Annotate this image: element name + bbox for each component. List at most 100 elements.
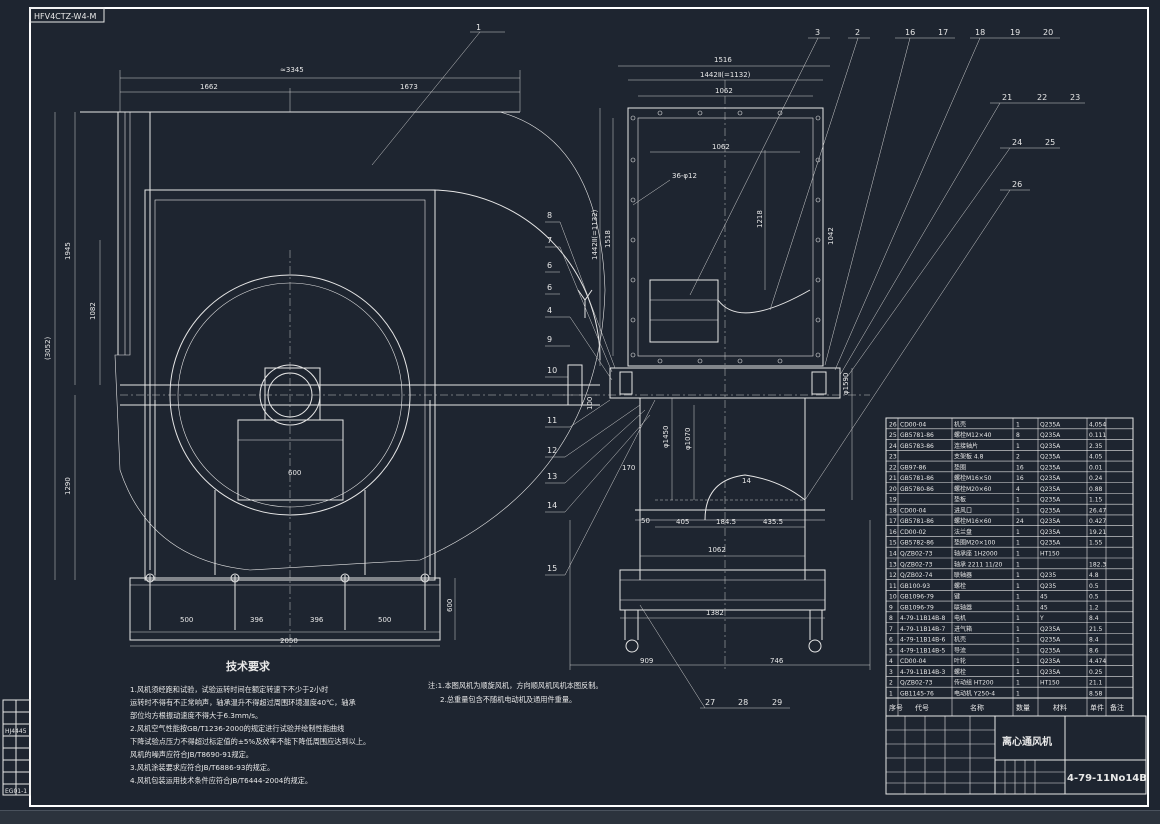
bom-cell: 21.5 (1089, 626, 1103, 633)
balloon-6b: 6 (547, 283, 552, 292)
balloon-3: 3 (815, 28, 820, 37)
bom-cell: Q235A (1040, 529, 1061, 536)
balloon-22: 22 (1037, 93, 1047, 102)
dim-side-holes: 36-φ12 (672, 172, 697, 180)
bom-cell: HT150 (1040, 551, 1060, 558)
volute-outline (114, 111, 606, 571)
dim-side-top-flange: 1442Ⅱ(=1132) (700, 71, 751, 79)
dim-base-height: 600 (446, 599, 454, 612)
bom-cell: 0.111 (1089, 432, 1106, 439)
bom-cell: Q/ZB02-73 (900, 680, 933, 687)
bom-cell: 7 (889, 626, 893, 633)
bom-cell: 4.474 (1089, 658, 1106, 665)
dim-front-overall: ≈3345 (280, 66, 304, 74)
bom-cell: 进气箱 (954, 625, 972, 633)
bom-header-no: 序号 (889, 703, 903, 712)
balloon-10: 10 (547, 366, 557, 375)
bom-cell: 1 (1016, 658, 1020, 665)
dim-base-seg4: 500 (378, 616, 391, 624)
bom-cell: 1 (1016, 443, 1020, 450)
bom-cell: 0.5 (1089, 594, 1099, 601)
balloon-13: 13 (547, 472, 557, 481)
balloon-2: 2 (855, 28, 860, 37)
base-plate (129, 577, 441, 641)
dim-front-right: 1673 (400, 83, 418, 91)
bom-cell: 电动机 Y250-4 (954, 690, 995, 698)
bom-cell: 3 (889, 669, 893, 676)
balloon-24: 24 (1012, 138, 1022, 147)
technical-requirements: 技术要求 1.风机须经跑和试验，试验运转时间在额定转速下不少于2小时 运转时不得… (130, 659, 370, 785)
bom-cell: GB5781-86 (900, 432, 934, 439)
dim-side-inner: 1062 (712, 143, 730, 151)
bom-cell: Q235A (1040, 497, 1061, 504)
dim-side-top-inner: 1062 (715, 87, 733, 95)
dim-side-405: 405 (676, 518, 689, 526)
dim-front-lower: 1290 (64, 477, 72, 495)
bom-cell: 螺栓 (954, 668, 966, 676)
bom-header-code: 代号 (915, 703, 929, 712)
drawing-code-box: HFV4CTZ-W4-M (29, 7, 105, 23)
bom-cell: 4.8 (1089, 572, 1099, 579)
bom-cell: 14 (889, 551, 897, 558)
bom-cell: 1.55 (1089, 540, 1103, 547)
bom-cell: 1 (1016, 604, 1020, 611)
bom-cell: 13 (889, 561, 897, 568)
bom-cell: 19.21 (1089, 529, 1106, 536)
bom-cell: 叶轮 (954, 657, 966, 665)
bom-cell: 电机 (954, 614, 966, 622)
bom-cell: 0.01 (1089, 464, 1103, 471)
dim-side-bot-1382: 1382 (706, 609, 724, 617)
dim-side-100: 100 (586, 397, 594, 410)
bom-cell: GB100-93 (900, 583, 930, 590)
bom-cell: 0.24 (1089, 475, 1103, 482)
front-view: ≈3345 1662 1673 1945 1082 (3052) 1290 60… (44, 23, 606, 650)
bom-cell: 1 (1016, 594, 1020, 601)
dim-side-14: 14 (742, 477, 751, 485)
balloon-15: 15 (547, 564, 557, 573)
bom-cell: Q/ZB02-73 (900, 561, 933, 568)
bom-cell: 19 (889, 497, 897, 504)
bom-cell: GB1145-76 (900, 691, 934, 698)
tech-line-7: 3.风机涂装要求应符合JB/T6886-93的规定。 (130, 763, 274, 772)
bom-cell: 1 (1016, 583, 1020, 590)
bom-cell: 4.05 (1089, 454, 1103, 461)
dim-front-upper: 1945 (64, 242, 72, 260)
bom-cell: GB5782-86 (900, 540, 934, 547)
bom-cell: 1 (1016, 561, 1020, 568)
bom-cell: Q235A (1040, 421, 1061, 428)
note-line-2: 2.总重量包含不随机电动机及通用件重量。 (440, 695, 576, 704)
bom-cell: 0.5 (1089, 583, 1099, 590)
dim-side-170: 170 (622, 464, 635, 472)
bom-cell: 16 (1016, 475, 1024, 482)
tech-line-1: 1.风机须经跑和试验，试验运转时间在额定转速下不少于2小时 (130, 685, 328, 694)
bom-cell: Q235A (1040, 486, 1061, 493)
left-revision-strip: HJ4445 EG01-1 (2, 699, 31, 796)
bom-cell: 导流 (954, 646, 966, 654)
bom-cell: Q/ZB02-74 (900, 572, 933, 579)
dim-base-total: 2050 (280, 637, 298, 645)
bom-cell: 45 (1040, 604, 1048, 611)
bom-cell: CD00-04 (900, 421, 926, 428)
bom-cell: GB5783-86 (900, 443, 934, 450)
bom-cell: Q235A (1040, 518, 1061, 525)
bom-cell: 8.58 (1089, 691, 1103, 698)
bom-header-qty: 数量 (1016, 703, 1030, 712)
dim-side-1845: 184.5 (716, 518, 736, 526)
bom-cell: 1 (1016, 540, 1020, 547)
bom-header-material: 材料 (1053, 703, 1067, 712)
bom-cell: 10 (889, 594, 897, 601)
bom-cell: 22 (889, 464, 897, 471)
tech-line-4: 2.风机空气性能按GB/T1236-2000的规定进行试验并绘制性能曲线 (130, 724, 344, 733)
dim-front-left: 1662 (200, 83, 218, 91)
bom-cell: 垫圈M20×100 (954, 539, 995, 547)
bom-cell: 2.35 (1089, 443, 1103, 450)
bom-cell: 1 (1016, 637, 1020, 644)
side-left-balloons: 8 7 6 6 4 9 10 11 12 13 14 15 (545, 211, 656, 576)
strip-label-bottom: EG01-1 (5, 788, 27, 795)
dim-side-right: 1042 (827, 227, 835, 245)
bom-cell: 6 (889, 637, 893, 644)
bom-cell: 1 (1016, 551, 1020, 558)
balloon-14: 14 (547, 501, 557, 510)
drawing-frame (29, 7, 1149, 807)
